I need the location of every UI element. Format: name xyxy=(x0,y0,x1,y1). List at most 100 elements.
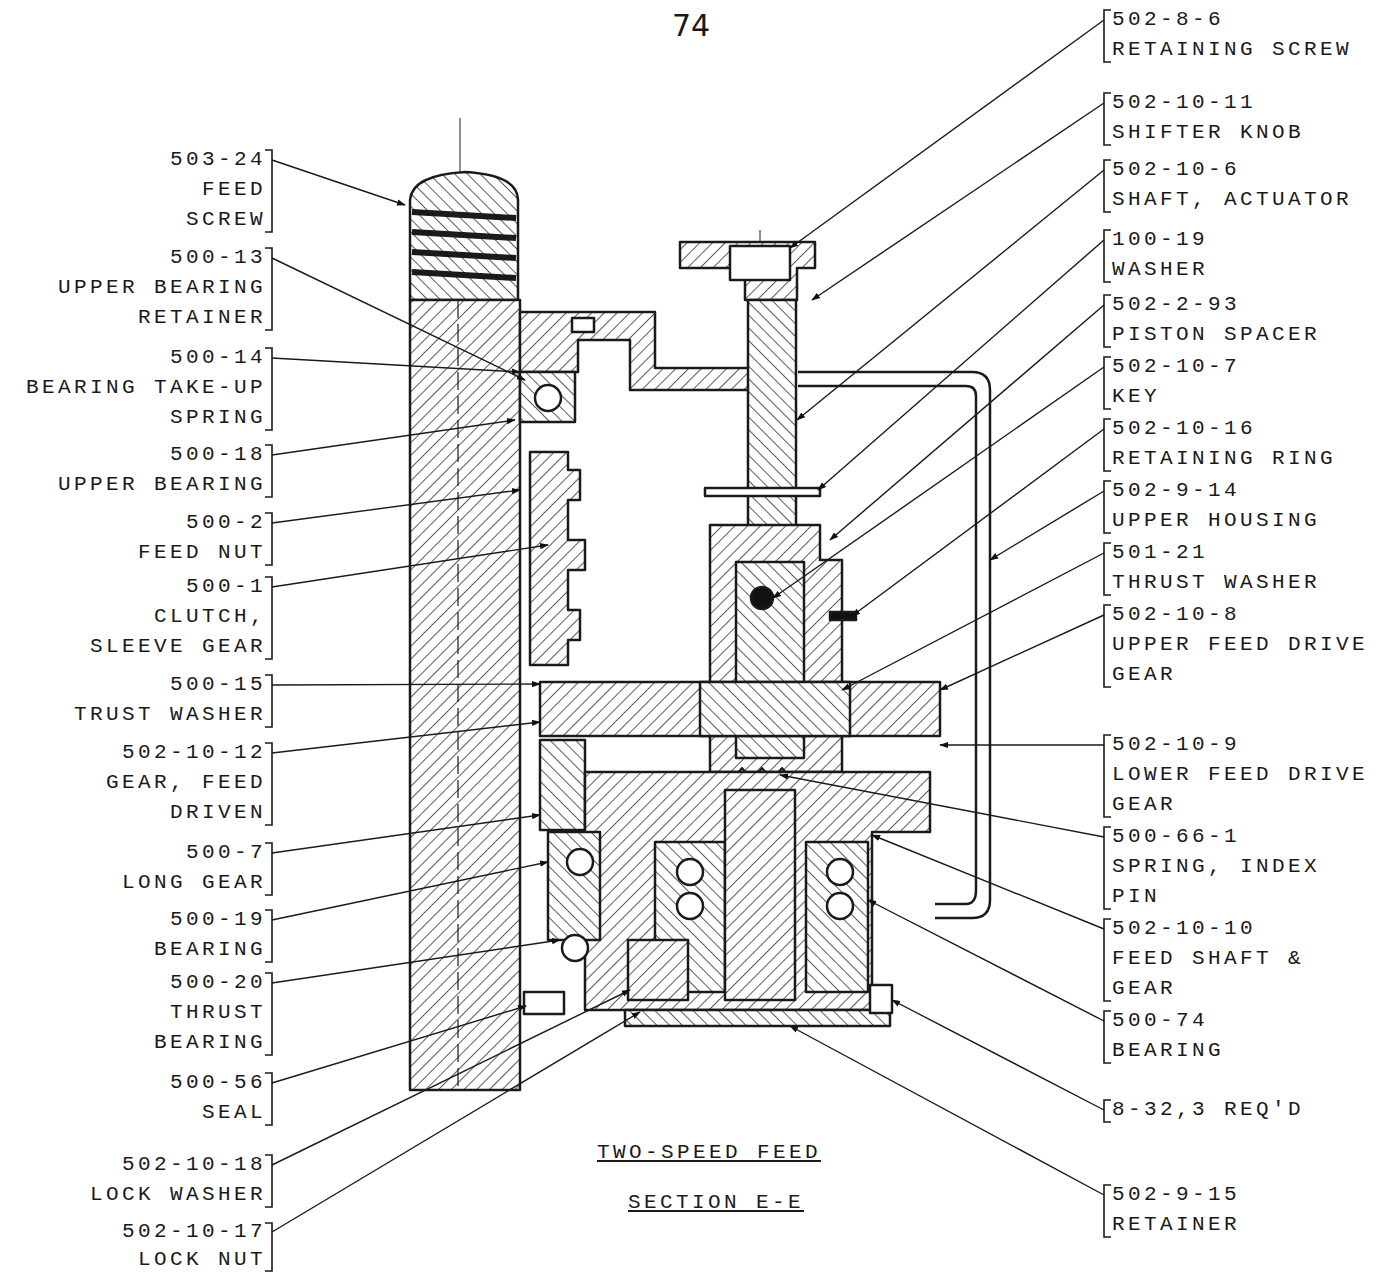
leader-line xyxy=(272,722,540,753)
callout-number: 100-19 xyxy=(1112,225,1208,255)
part-name: BEARING xyxy=(1112,1036,1224,1066)
callout-bracket xyxy=(265,150,272,232)
leader-line xyxy=(780,775,1104,837)
part-name: FEED SCREW xyxy=(180,175,266,235)
part-name: KEY xyxy=(1112,382,1160,412)
callout-number: 501-21 xyxy=(1112,538,1208,568)
leader-line xyxy=(872,835,1104,929)
leader-line xyxy=(272,545,548,587)
part-name: LOCK WASHER xyxy=(90,1180,266,1210)
callout-bracket xyxy=(1104,481,1111,533)
callout-number: 500-56 xyxy=(170,1068,266,1098)
callout-number: 502-10-18 xyxy=(122,1150,266,1180)
leader-line xyxy=(990,491,1104,560)
callout-bracket xyxy=(265,675,272,727)
callout-number: 500-19 xyxy=(170,905,266,935)
callout-number: 502-10-9 xyxy=(1112,730,1240,760)
leader-line xyxy=(852,429,1104,616)
callout-number: 502-10-17 xyxy=(122,1218,266,1246)
callout-number: 502-10-16 xyxy=(1112,414,1256,444)
callout-bracket xyxy=(265,973,272,1055)
callout-bracket xyxy=(265,910,272,962)
callout-bracket xyxy=(265,513,272,565)
part-name: UPPER FEED DRIVE GEAR xyxy=(1112,630,1374,690)
part-name: PISTON SPACER xyxy=(1112,320,1320,350)
part-name: UPPER BEARING RETAINER xyxy=(52,273,266,333)
callout-bracket xyxy=(1104,230,1111,282)
part-name: CLUTCH, SLEEVE GEAR xyxy=(84,602,266,662)
part-name: BEARING TAKE-UP SPRING xyxy=(20,373,266,433)
part-name: SHIFTER KNOB xyxy=(1112,118,1304,148)
callout-number: 502-9-15 xyxy=(1112,1180,1240,1210)
part-name: SEAL xyxy=(202,1098,266,1128)
callout-bracket xyxy=(265,743,272,825)
callout-number: 502-10-10 xyxy=(1112,914,1256,944)
callout-bracket xyxy=(1104,160,1111,212)
leader-line xyxy=(818,240,1104,490)
part-name: WASHER xyxy=(1112,255,1208,285)
callout-number: 502-10-11 xyxy=(1112,88,1256,118)
callout-bracket xyxy=(265,1155,272,1207)
callout-bracket xyxy=(1104,357,1111,409)
leader-line xyxy=(812,103,1104,300)
callout-bracket xyxy=(1104,1011,1111,1063)
callout-number: 500-2 xyxy=(186,508,266,538)
page-number: 74 xyxy=(672,6,710,46)
callout-bracket xyxy=(265,248,272,330)
leader-line xyxy=(830,305,1104,540)
part-name: GEAR, FEED DRIVEN xyxy=(100,768,266,828)
part-name: FEED NUT xyxy=(138,538,266,568)
callout-bracket xyxy=(265,1073,272,1125)
leader-line xyxy=(272,420,515,455)
callout-number: 500-20 xyxy=(170,968,266,998)
leader-line xyxy=(842,553,1104,690)
callout-number: 500-14 xyxy=(170,343,266,373)
callout-bracket xyxy=(1104,10,1111,62)
leader-line xyxy=(272,862,548,920)
callout-number: 500-13 xyxy=(170,243,266,273)
callout-bracket xyxy=(1104,1100,1111,1122)
caption-title: TWO-SPEED FEED xyxy=(597,1138,821,1168)
leader-line xyxy=(790,1026,1104,1195)
part-name: THRUST WASHER xyxy=(1112,568,1320,598)
part-name: SPRING, INDEX PIN xyxy=(1112,852,1326,912)
callout-bracket xyxy=(1104,827,1111,909)
part-name: LOWER FEED DRIVE GEAR xyxy=(1112,760,1374,820)
callout-bracket xyxy=(1104,295,1111,347)
part-name: BEARING xyxy=(154,935,266,965)
part-name: UPPER HOUSING xyxy=(1112,506,1320,536)
callout-bracket xyxy=(1104,735,1111,817)
part-name: LONG GEAR xyxy=(122,868,266,898)
leader-line xyxy=(892,1000,1104,1110)
callout-bracket xyxy=(1104,543,1111,595)
callout-number: 8-32,3 REQ'D xyxy=(1112,1095,1304,1125)
callout-number: 500-66-1 xyxy=(1112,822,1240,852)
callout-number: 502-10-12 xyxy=(122,738,266,768)
callout-bracket xyxy=(265,445,272,497)
callout-number: 500-74 xyxy=(1112,1006,1208,1036)
caption-section: SECTION E-E xyxy=(628,1188,804,1218)
part-name: LOCK NUT xyxy=(138,1246,266,1274)
callout-number: 502-10-8 xyxy=(1112,600,1240,630)
callout-bracket xyxy=(1104,419,1111,471)
callout-number: 500-7 xyxy=(186,838,266,868)
part-name: RETAINER xyxy=(1112,1210,1240,1240)
leader-line xyxy=(773,367,1104,598)
leader-line xyxy=(272,1006,526,1083)
leader-line xyxy=(272,990,630,1165)
callout-number: 502-10-7 xyxy=(1112,352,1240,382)
leader-line xyxy=(868,900,1104,1021)
callout-bracket xyxy=(1104,605,1111,687)
callout-number: 502-10-6 xyxy=(1112,155,1240,185)
leader-line xyxy=(272,815,540,853)
leader-line xyxy=(272,684,540,685)
callout-bracket xyxy=(265,843,272,895)
part-name: UPPER BEARING xyxy=(58,470,266,500)
callout-number: 503-24 xyxy=(170,145,266,175)
callout-bracket xyxy=(265,1223,272,1271)
leader-line xyxy=(272,160,405,205)
callout-bracket xyxy=(1104,93,1111,145)
leader-line xyxy=(272,358,520,372)
leader-line xyxy=(272,258,525,380)
leader-line xyxy=(272,490,520,523)
